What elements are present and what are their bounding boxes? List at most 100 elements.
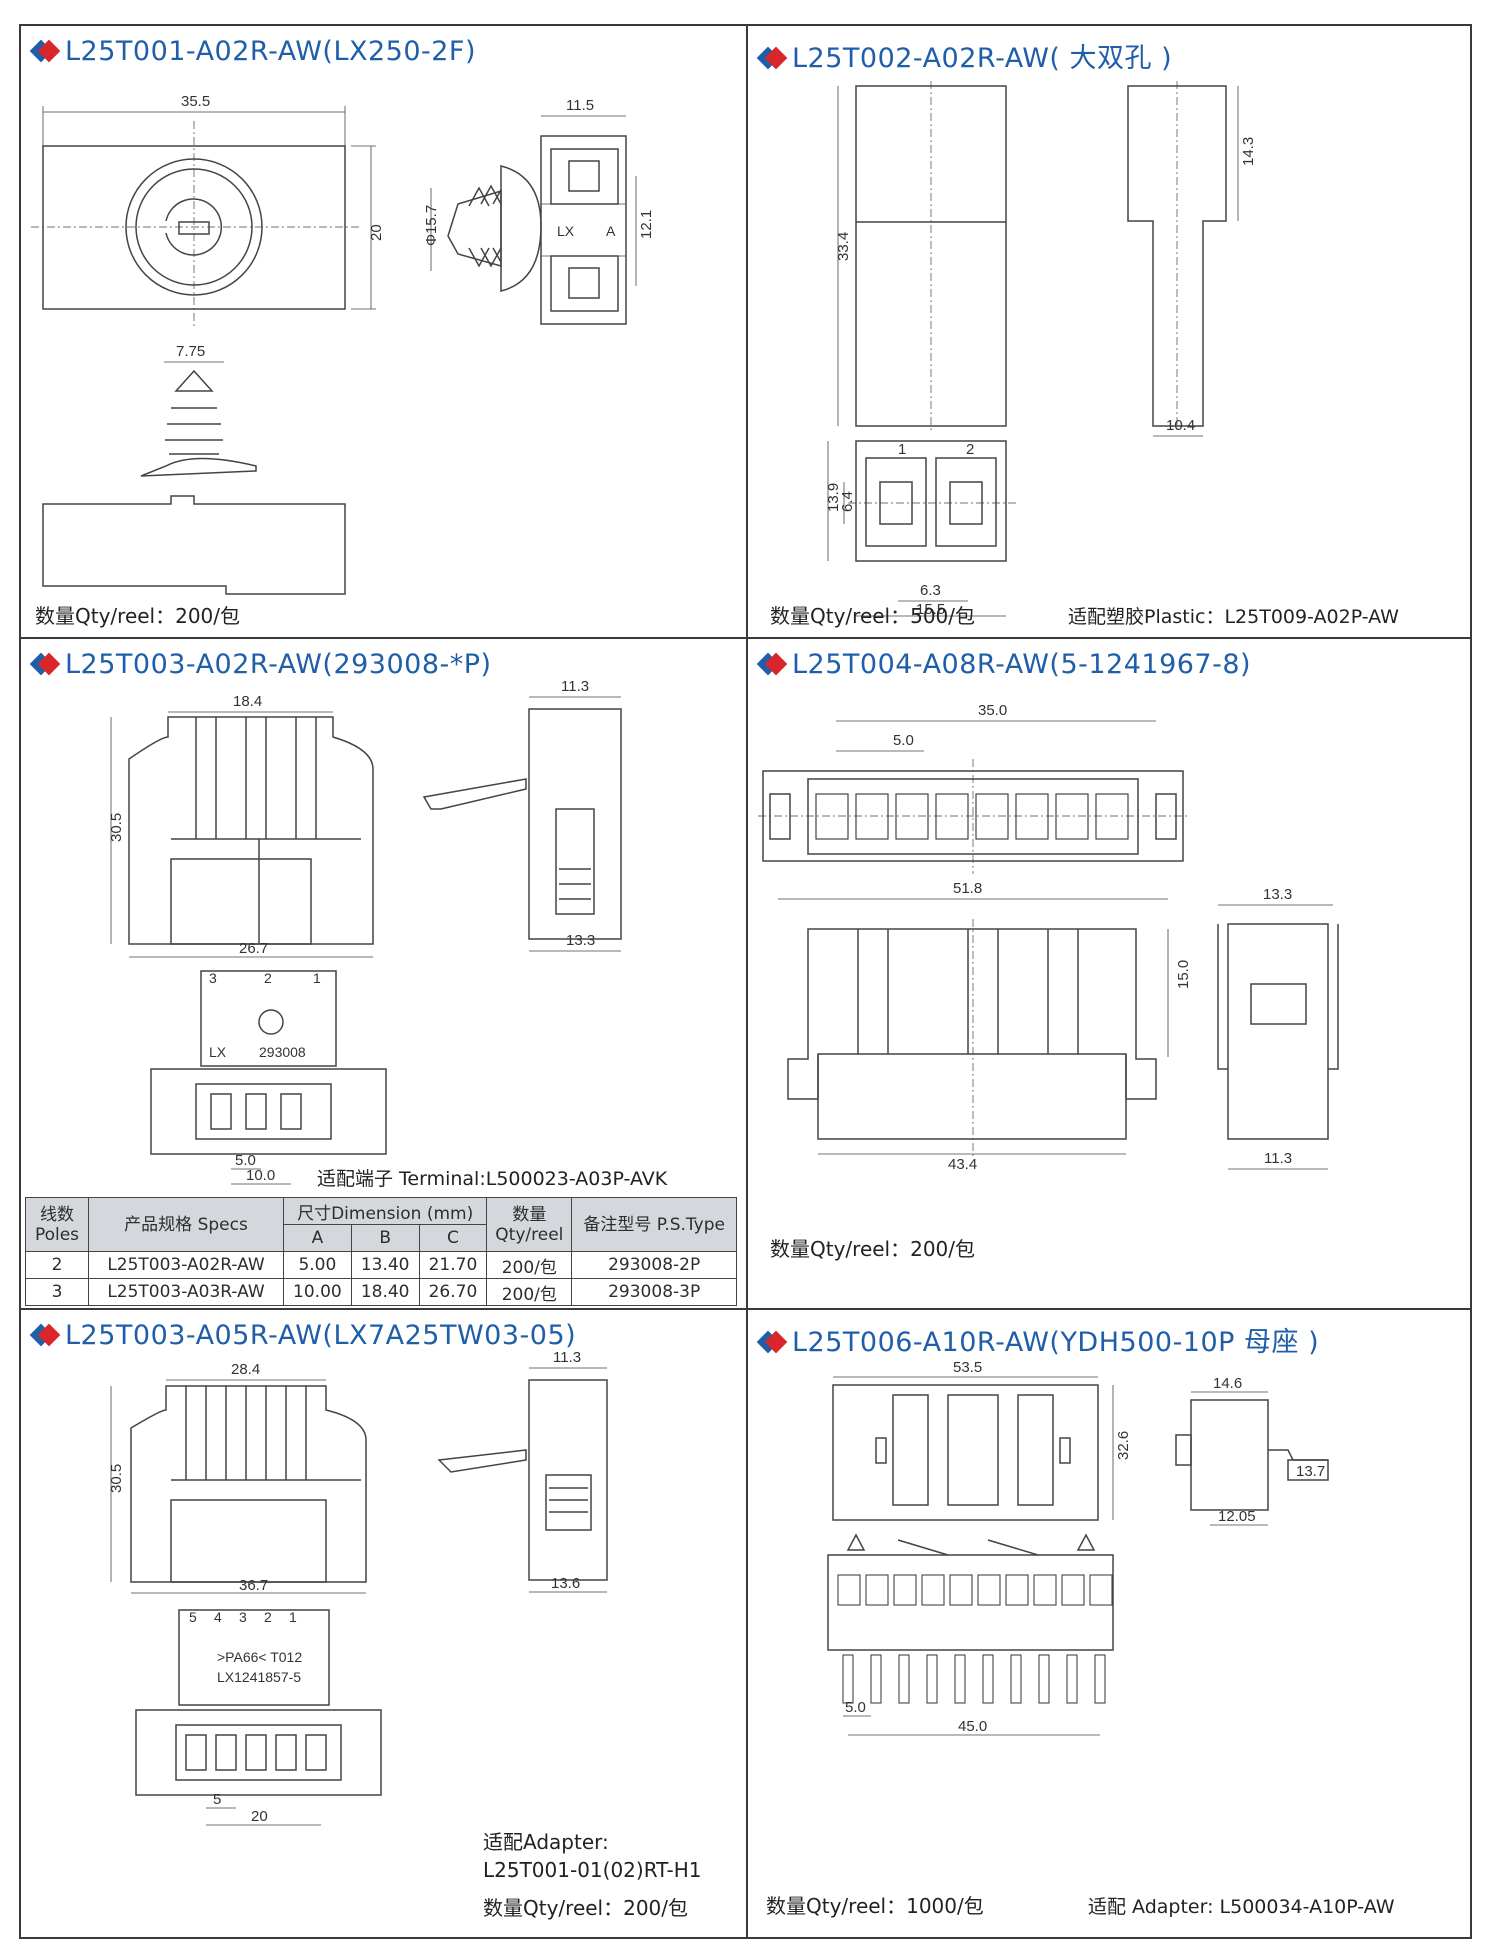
th-qty: 数量 Qty/reel: [486, 1197, 573, 1252]
table-row: 3 L25T003-A03R-AW 10.00 18.40 26.70 200/…: [25, 1278, 737, 1306]
th-c: C: [418, 1224, 488, 1252]
label-pin-1: 1: [289, 1609, 297, 1625]
drawing-l25t006: 53.5 32.6 14.6 13.7 12.05: [827, 1359, 1329, 1736]
dim-12-1: 12.1: [638, 210, 655, 239]
dim-5-0: 5.0: [235, 1152, 256, 1169]
dim-6-3: 6.3: [920, 582, 941, 599]
th-a: A: [283, 1224, 352, 1252]
dim-15-0: 15.0: [1175, 960, 1192, 989]
panel-l25t004: L25T004-A08R-AW(5-1241967-8) 35.0 5.0 51…: [748, 639, 1474, 1308]
dim-20: 20: [251, 1808, 268, 1825]
qty-note: 数量Qty/reel：200/包: [770, 1237, 976, 1261]
label-pin-5: 5: [189, 1609, 197, 1625]
dim-51-8: 51.8: [953, 880, 982, 897]
cell-b: 18.40: [350, 1278, 420, 1306]
panel-l25t001: L25T001-A02R-AW(LX250-2F) 35.5 20 Φ15.7: [21, 26, 746, 637]
dim-45-0: 45.0: [958, 1718, 987, 1735]
panel-l25t006: L25T006-A10R-AW(YDH500-10P 母座 ) 53.5 32.…: [748, 1310, 1474, 1941]
th-ps-type: 备注型号 P.S.Type: [571, 1197, 737, 1252]
th-specs: 产品规格 Specs: [88, 1197, 284, 1252]
dim-11-3: 11.3: [553, 1349, 581, 1366]
dim-20: 20: [368, 224, 385, 241]
dim-dia-15-7: Φ15.7: [423, 205, 440, 246]
title-text: L25T003-A05R-AW(LX7A25TW03-05): [65, 1320, 577, 1351]
panel-l25t003-a05r: L25T003-A05R-AW(LX7A25TW03-05) 28.4 30.5…: [21, 1310, 746, 1941]
table-row: 2 L25T003-A02R-AW 5.00 13.40 21.70 200/包…: [25, 1251, 737, 1279]
label-pin-1: 1: [313, 970, 321, 986]
label-pin-1: 1: [898, 441, 906, 458]
cell-spec: L25T003-A03R-AW: [88, 1278, 284, 1306]
qty-note: 数量Qty/reel：1000/包: [766, 1894, 984, 1918]
dim-10-0: 10.0: [246, 1167, 275, 1184]
title-text: L25T001-A02R-AW(LX250-2F): [65, 36, 477, 67]
title-text: L25T003-A02R-AW(293008-*P): [65, 649, 492, 680]
terminal-note: 适配端子 Terminal:L500023-A03P-AVK: [317, 1168, 668, 1190]
th-poles: 线数 Poles: [25, 1197, 89, 1252]
cell-spec: L25T003-A02R-AW: [88, 1251, 284, 1279]
dim-13-3: 13.3: [1263, 886, 1292, 903]
dim-10-4: 10.4: [1166, 417, 1195, 434]
th-dimension: 尺寸Dimension (mm): [282, 1197, 488, 1225]
dim-11-3: 11.3: [561, 678, 589, 695]
dim-15-5: 15.5: [916, 601, 945, 618]
dim-43-4: 43.4: [948, 1156, 977, 1173]
panel-title: L25T001-A02R-AW(LX250-2F): [29, 36, 477, 67]
title-text: L25T006-A10R-AW(YDH500-10P 母座 ): [792, 1327, 1320, 1358]
dim-6-4: 6.4: [839, 491, 856, 512]
panel-l25t003-2p: L25T003-A02R-AW(293008-*P) 18.4 30.5 26.…: [21, 639, 746, 1308]
panel-title: L25T004-A08R-AW(5-1241967-8): [756, 649, 1252, 680]
dim-5-0: 5.0: [845, 1699, 866, 1716]
qty-note: 数量Qty/reel：200/包: [35, 604, 241, 628]
dim-13-7: 13.7: [1296, 1463, 1325, 1480]
cell-a: 5.00: [283, 1251, 352, 1279]
panel-title: L25T003-A02R-AW(293008-*P): [29, 649, 492, 680]
drawing-l25t003-a05r: 28.4 30.5 36.7 11.3 13.6 5 4 3 2 1 >PA66…: [108, 1349, 608, 1826]
title-text: L25T004-A08R-AW(5-1241967-8): [792, 649, 1252, 680]
drawing-l25t003: 18.4 30.5 26.7 11.3 13.3 3 2 1 LX: [108, 678, 622, 1185]
dim-5-0: 5.0: [893, 732, 914, 749]
dim-12-05: 12.05: [1218, 1508, 1256, 1525]
dim-30-5: 30.5: [108, 1464, 125, 1493]
label-material: >PA66< T012: [217, 1649, 302, 1665]
cell-c: 21.70: [418, 1251, 488, 1279]
label-a: A: [606, 223, 616, 239]
label-part-number: LX1241857-5: [217, 1669, 301, 1685]
dim-36-7: 36.7: [239, 1577, 268, 1594]
dim-13-6: 13.6: [551, 1575, 580, 1592]
label-pin-3: 3: [239, 1609, 247, 1625]
cell-b: 13.40: [350, 1251, 420, 1279]
qty-note: 数量Qty/reel：200/包: [483, 1896, 689, 1920]
adapter-note: 适配 Adapter: L500034-A10P-AW: [1088, 1896, 1395, 1918]
drawing-sheet: L25T001-A02R-AW(LX250-2F) 35.5 20 Φ15.7: [19, 24, 1472, 1939]
spec-table: 线数 Poles 产品规格 Specs 尺寸Dimension (mm) 数量 …: [25, 1197, 737, 1306]
drawing-l25t002: 33.4 14.3 10.4 1 2 13.9 6.4 6.3 15.5: [825, 81, 1257, 618]
adapter-label: 适配Adapter:: [483, 1830, 609, 1854]
dim-53-5: 53.5: [953, 1359, 982, 1376]
label-lx: LX: [557, 223, 575, 239]
label-pin-3: 3: [209, 970, 217, 986]
drawing-l25t004: 35.0 5.0 51.8 43.4 15.0 13: [758, 702, 1339, 1173]
row-divider-2: [21, 1308, 1470, 1310]
dim-13-3: 13.3: [566, 932, 595, 949]
label-pin-2: 2: [264, 970, 272, 986]
dim-13-9: 13.9: [825, 483, 842, 512]
dim-11-5: 11.5: [566, 97, 594, 114]
cell-a: 10.00: [283, 1278, 352, 1306]
dim-30-5: 30.5: [108, 813, 125, 842]
title-text: L25T002-A02R-AW( 大双孔 ): [792, 43, 1173, 74]
cell-qty: 200/包: [486, 1251, 573, 1279]
panel-title: L25T002-A02R-AW( 大双孔 ): [756, 36, 1173, 75]
label-lx: LX: [209, 1044, 227, 1060]
dim-18-4: 18.4: [233, 693, 262, 710]
dim-32-6: 32.6: [1115, 1431, 1132, 1460]
label-pin-2: 2: [966, 441, 974, 458]
dim-5: 5: [213, 1791, 221, 1808]
drawing-l25t001: 35.5 20 Φ15.7 LX A 11.5: [31, 93, 655, 595]
cell-poles: 2: [25, 1251, 89, 1279]
dim-14-6: 14.6: [1213, 1375, 1242, 1392]
dim-33-4: 33.4: [835, 232, 852, 261]
dim-28-4: 28.4: [231, 1361, 260, 1378]
cell-ps: 293008-2P: [571, 1251, 737, 1279]
qty-note: 数量Qty/reel：500/包: [770, 604, 976, 628]
vertical-divider: [746, 26, 748, 1937]
